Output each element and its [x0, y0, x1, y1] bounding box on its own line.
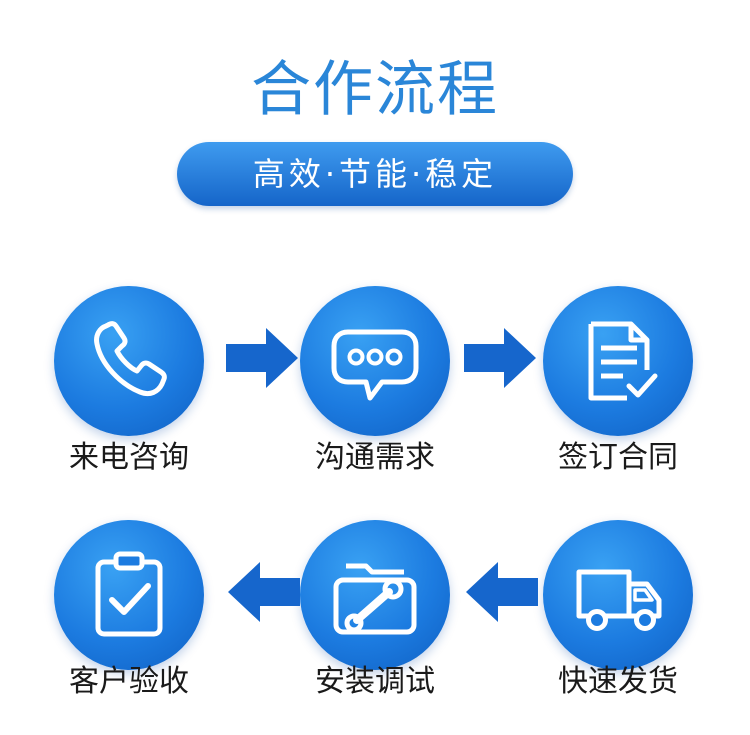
chat-bubble-icon: [331, 329, 419, 401]
step-label-contract: 签订合同: [558, 440, 678, 475]
arrow-right-icon: [464, 328, 536, 388]
arrow-left-icon: [228, 562, 300, 622]
subtitle-text: 高效·节能·稳定: [252, 155, 498, 193]
step-circle-communicate: [300, 286, 450, 436]
arrow-right-icon: [226, 328, 298, 388]
step-label-communicate: 沟通需求: [315, 440, 435, 475]
contract-document-icon: [588, 321, 658, 401]
arrow-left-2: [226, 560, 300, 624]
step-circle-acceptance: [54, 520, 204, 670]
step-label-delivery: 快速发货: [558, 664, 678, 699]
step-circle-delivery: [543, 520, 693, 670]
wrench-toolbox-icon: [333, 563, 417, 635]
arrow-left-icon: [466, 562, 538, 622]
phone-icon: [94, 321, 167, 397]
arrow-right-1: [226, 326, 300, 390]
step-circle-installation: [300, 520, 450, 670]
delivery-truck-icon: [576, 569, 662, 631]
page-title: 合作流程: [251, 55, 499, 125]
step-circle-contract: [543, 286, 693, 436]
clipboard-check-icon: [95, 551, 163, 637]
step-label-consult: 来电咨询: [69, 440, 189, 475]
step-label-installation: 安装调试: [315, 664, 435, 699]
step-circle-consult: [54, 286, 204, 436]
step-label-acceptance: 客户验收: [69, 664, 189, 699]
subtitle-banner: 高效·节能·稳定: [177, 142, 573, 206]
arrow-right-2: [464, 326, 538, 390]
arrow-left-1: [464, 560, 538, 624]
